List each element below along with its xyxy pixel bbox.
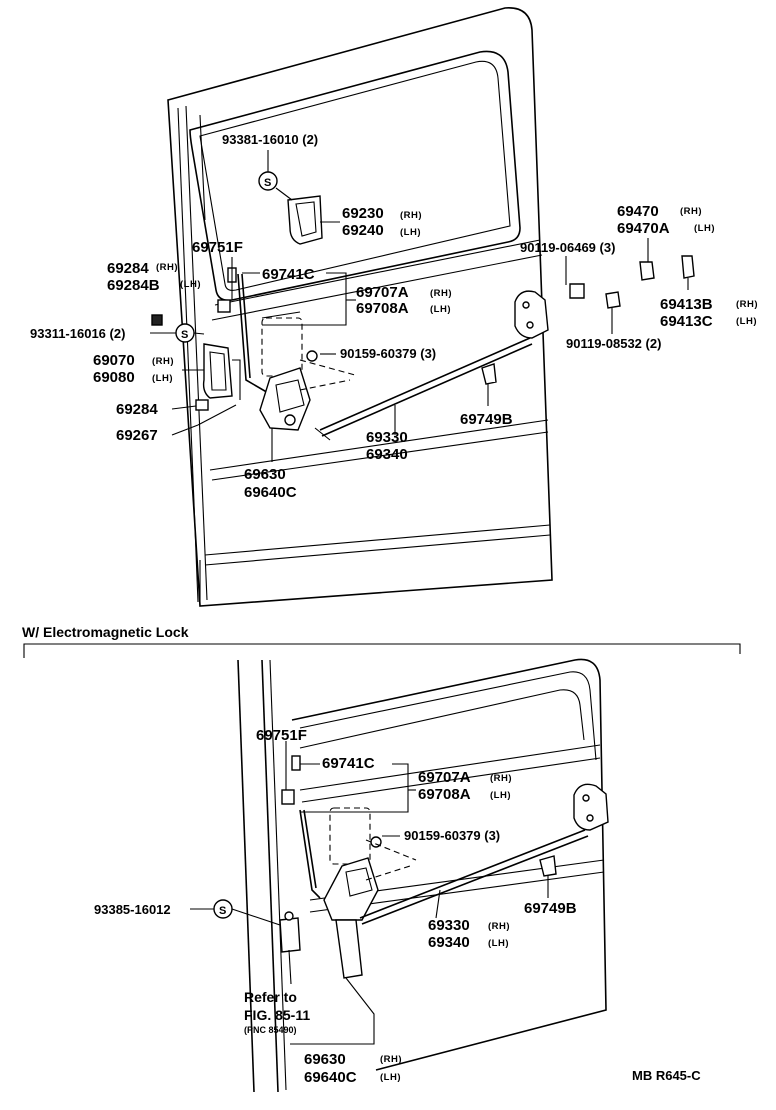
figure-code: MB R645-C: [632, 1068, 701, 1083]
label-69413c: 69413C: [660, 313, 713, 330]
striker-69470: [639, 261, 655, 281]
label-69284-2: 69284: [116, 401, 158, 418]
label-lower-69630: 69630: [304, 1051, 346, 1068]
svg-text:(RH): (RH): [400, 210, 422, 221]
lower-door-lock: [323, 857, 379, 921]
upper-parts: [151, 171, 695, 441]
svg-text:S: S: [219, 905, 226, 917]
label-69741c: 69741C: [262, 266, 315, 283]
label-69340: 69340: [366, 446, 408, 463]
lower-door-panel: [237, 658, 607, 1093]
label-90119-b: 90119-08532 (2): [566, 336, 661, 351]
label-lower-69741c: 69741C: [322, 755, 375, 772]
rod-clip: [217, 299, 231, 313]
lower-parts: [213, 755, 609, 985]
label-93385: 93385-16012: [94, 902, 171, 917]
label-69640c: 69640C: [244, 484, 297, 501]
label-lower-69751f: 69751F: [256, 727, 307, 744]
svg-text:(LH): (LH): [694, 223, 715, 234]
rear-lock: [514, 290, 549, 339]
svg-text:(LH): (LH): [152, 373, 173, 384]
label-69470a: 69470A: [617, 220, 670, 237]
label-93311: 93311-16016 (2): [30, 326, 125, 341]
label-69413b: 69413B: [660, 296, 713, 313]
lower-rear-lock: [573, 783, 609, 831]
svg-text:(LH): (LH): [380, 1072, 401, 1083]
svg-text:(RH): (RH): [488, 921, 510, 932]
label-69708a: 69708A: [356, 300, 409, 317]
label-69707a: 69707A: [356, 284, 409, 301]
svg-text:(LH): (LH): [736, 316, 757, 327]
lower-leaders: [190, 741, 549, 1045]
label-lower-69708a: 69708A: [418, 786, 471, 803]
label-69470: 69470: [617, 203, 659, 220]
lower-labels: 69751F 69741C 69707A (RH) 69708A (LH) 90…: [94, 727, 577, 1086]
svg-text:(RH): (RH): [680, 206, 702, 217]
label-69284b: 69284B: [107, 277, 160, 294]
s-symbol: S: [264, 177, 271, 189]
label-69267: 69267: [116, 427, 158, 444]
svg-text:(LH): (LH): [430, 304, 451, 315]
svg-text:(RH): (RH): [152, 356, 174, 367]
label-lower-69330: 69330: [428, 917, 470, 934]
label-69070: 69070: [93, 352, 135, 369]
lock-actuator: [279, 917, 301, 953]
clip-69749b: [481, 363, 497, 385]
svg-text:(LH): (LH): [488, 938, 509, 949]
svg-text:(RH): (RH): [380, 1054, 402, 1065]
label-90159: 90159-60379 (3): [340, 346, 436, 361]
svg-text:(RH): (RH): [490, 773, 512, 784]
label-lower-90159: 90159-60379 (3): [404, 828, 500, 843]
svg-text:(RH): (RH): [736, 299, 758, 310]
label-69630: 69630: [244, 466, 286, 483]
refer-line-2: FIG. 85-11: [244, 1007, 310, 1023]
label-90119-a: 90119-06469 (3): [520, 240, 615, 255]
svg-text:(RH): (RH): [430, 288, 452, 299]
refer-line-3: (PNC 85490): [244, 1025, 297, 1035]
label-69240: 69240: [342, 222, 384, 239]
label-lower-69749b: 69749B: [524, 900, 577, 917]
label-69751f: 69751F: [192, 239, 243, 256]
svg-text:S: S: [181, 329, 188, 341]
label-lower-69640c: 69640C: [304, 1069, 357, 1086]
label-93381: 93381-16010 (2): [222, 132, 318, 147]
label-69230: 69230: [342, 205, 384, 222]
label-lower-69707a: 69707A: [418, 769, 471, 786]
refer-line-1: Refer to: [244, 989, 297, 1005]
svg-text:(LH): (LH): [490, 790, 511, 801]
svg-text:(RH): (RH): [156, 262, 178, 273]
upper-door-panel: [167, 7, 553, 607]
label-69330: 69330: [366, 429, 408, 446]
label-69749b: 69749B: [460, 411, 513, 428]
section-title: W/ Electromagnetic Lock: [22, 624, 189, 640]
upper-leaders: [150, 150, 689, 462]
label-69080: 69080: [93, 369, 135, 386]
section-header: W/ Electromagnetic Lock: [22, 624, 741, 658]
upper-labels: 93381-16010 (2) S 69230 (RH) 69240 (LH) …: [30, 132, 758, 501]
door-lock-assembly: [259, 367, 311, 431]
label-69284: 69284: [107, 260, 149, 277]
label-lower-69340: 69340: [428, 934, 470, 951]
svg-text:(LH): (LH): [180, 279, 201, 290]
svg-text:(LH): (LH): [400, 227, 421, 238]
